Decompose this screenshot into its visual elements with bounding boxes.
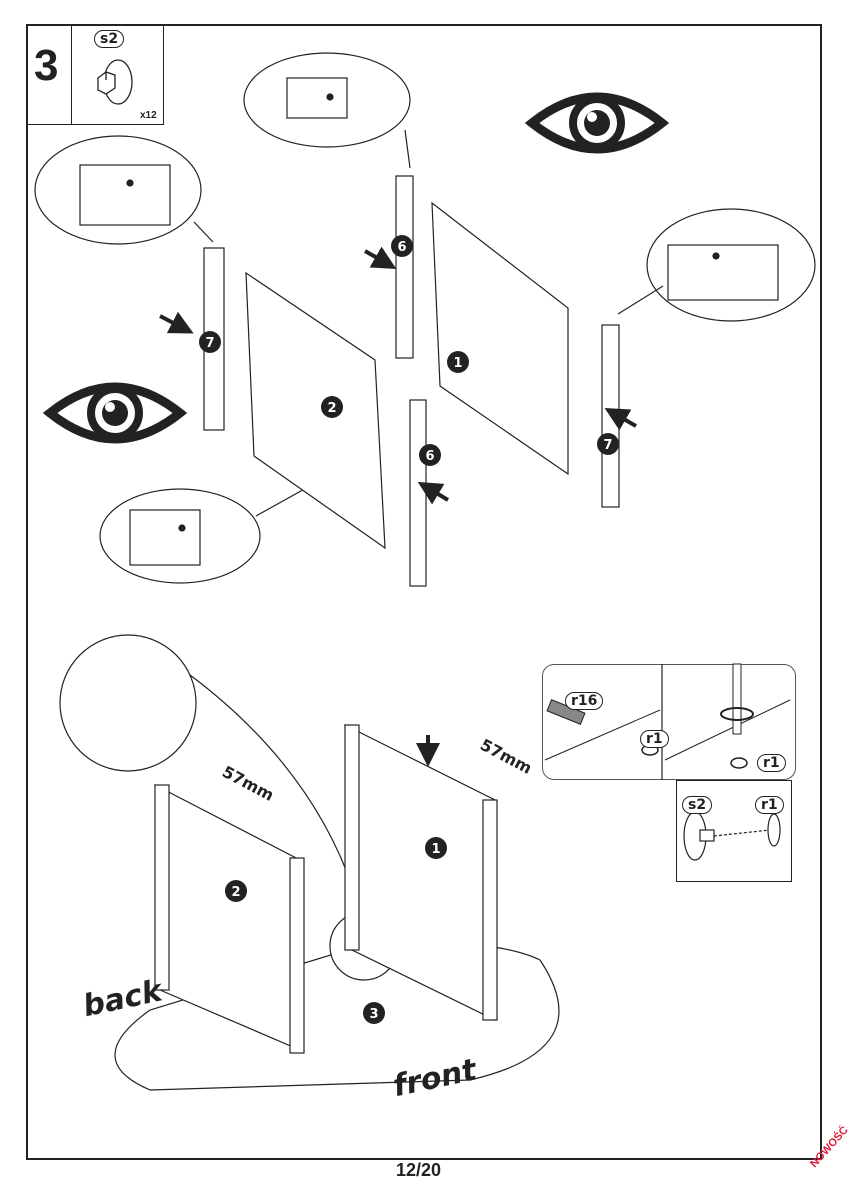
- parts-box: [72, 24, 164, 125]
- part-badge-6: [391, 235, 413, 257]
- part-badge-7: [597, 433, 619, 455]
- detail-circle: [59, 634, 197, 772]
- part-badge-2: [321, 396, 343, 418]
- part-badge-1: [425, 837, 447, 859]
- part-code-badge: r1: [757, 754, 786, 772]
- svg-text:7: 7: [205, 336, 214, 351]
- post-6-top: [395, 175, 414, 359]
- svg-text:2: 2: [231, 885, 240, 900]
- svg-text:6: 6: [397, 240, 406, 255]
- svg-text:6: 6: [425, 449, 434, 464]
- part-code-badge: s2: [682, 796, 713, 814]
- part-badge-7: [199, 331, 221, 353]
- panel-1: [431, 201, 569, 476]
- page-frame: [26, 24, 822, 1160]
- svg-text:3: 3: [369, 1007, 378, 1022]
- post-6-bottom: [409, 399, 427, 587]
- svg-text:7: 7: [603, 438, 612, 453]
- part-badge-1: [447, 351, 469, 373]
- svg-text:1: 1: [431, 842, 440, 857]
- svg-text:1: 1: [453, 356, 462, 371]
- part-badge-2: [225, 880, 247, 902]
- page-number: 12/20: [396, 1160, 442, 1180]
- part-code-badge: r16: [565, 692, 604, 710]
- eye-icon: [532, 97, 662, 149]
- part-code-badge: s2: [94, 30, 125, 48]
- part-badge-6: [419, 444, 441, 466]
- step-number: 3: [34, 41, 59, 90]
- part-quantity: x12: [140, 110, 157, 121]
- part-code-badge: r1: [640, 730, 669, 748]
- part-badge-3: [363, 1002, 385, 1024]
- part-code-badge: r1: [755, 796, 784, 814]
- eye-icon: [50, 387, 180, 439]
- panel-2: [245, 271, 386, 550]
- step-box: [26, 24, 72, 125]
- svg-text:2: 2: [327, 401, 336, 416]
